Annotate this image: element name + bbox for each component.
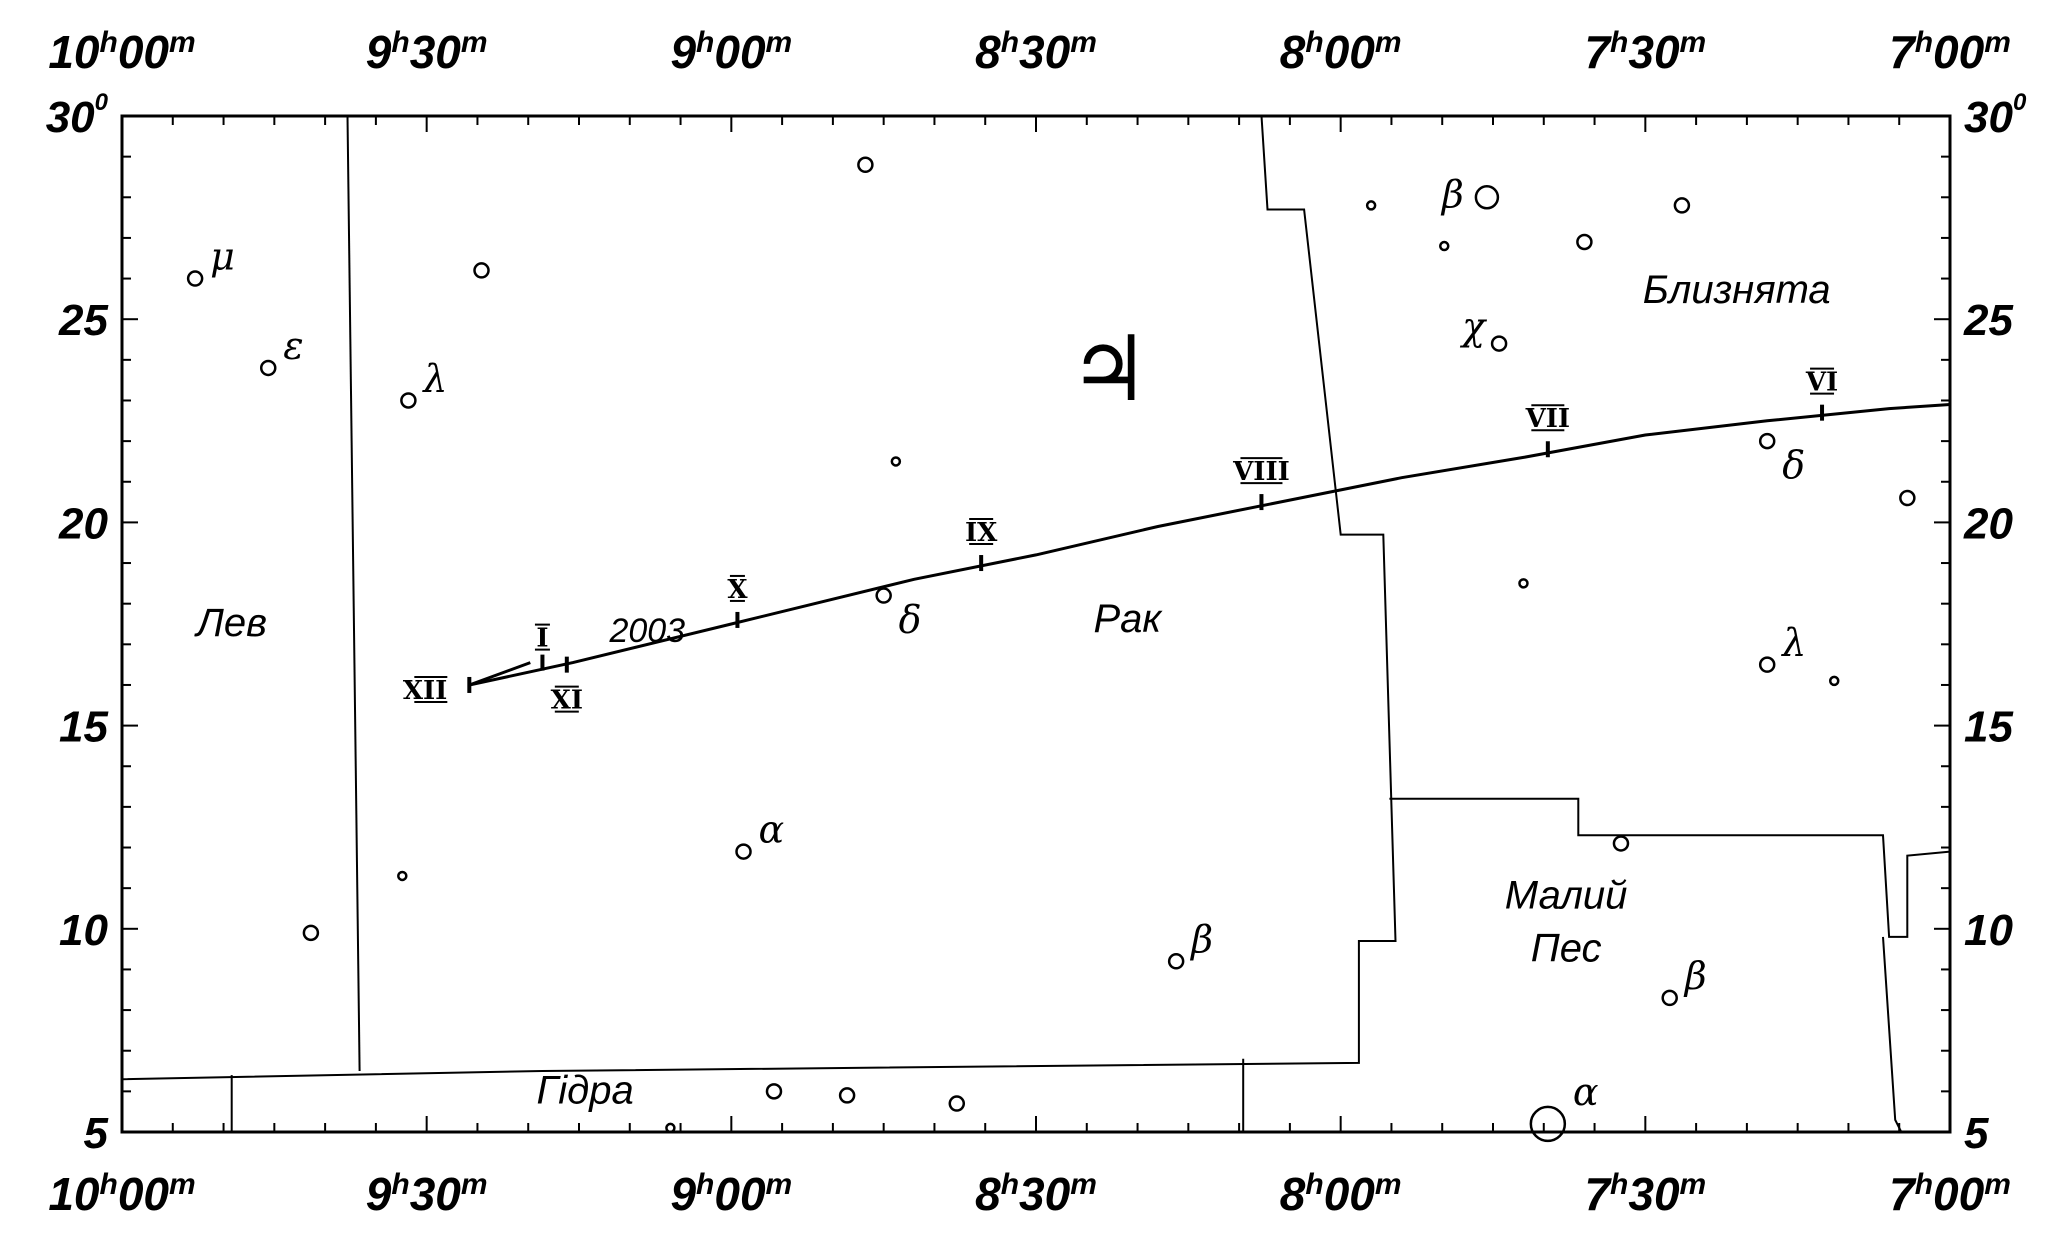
ra-label-bottom: 10h00m	[48, 1168, 195, 1220]
star	[1365, 200, 1377, 211]
star	[1758, 656, 1776, 673]
year-label: 2003	[608, 612, 685, 650]
labels: 10h00m 10h00m 9h30m 9h30m 9h00m 9h00m 8h30m 8h3…	[46, 26, 2027, 1220]
star	[1529, 1105, 1567, 1143]
ra-label-top: 7h30m	[1584, 26, 1706, 78]
ra-label-bottom: 9h30m	[366, 1168, 488, 1220]
star	[473, 262, 490, 279]
ra-label-top: 7h00m	[1889, 26, 2011, 78]
star	[397, 870, 408, 882]
path-mark-label: X	[727, 575, 748, 605]
star-label: β	[1440, 172, 1464, 216]
ra-label-bottom: 8h30m	[975, 1168, 1097, 1220]
star	[186, 270, 204, 287]
constellation-label: Рак	[1093, 597, 1163, 641]
dec-label-right: 20	[1963, 499, 2013, 548]
star	[1167, 953, 1185, 970]
constellation-label: Близнята	[1643, 268, 1831, 312]
dec-label-left: 20	[58, 499, 108, 548]
ra-label-bottom: 7h00m	[1889, 1168, 2011, 1220]
dec-label-left: 300	[46, 89, 109, 142]
constellation-boundaries	[121, 115, 1951, 1133]
jupiter-symbol: ♃	[1069, 317, 1150, 422]
ra-label-top: 8h30m	[975, 26, 1097, 78]
star-label: α	[1573, 1070, 1599, 1114]
star	[735, 843, 752, 860]
constellation-label: Гідра	[536, 1069, 633, 1113]
star	[1899, 489, 1916, 507]
star	[1474, 185, 1500, 210]
star	[890, 456, 902, 467]
dec-label-right: 10	[1964, 906, 2013, 955]
star-label: δ	[899, 598, 922, 642]
ra-label-top: 9h00m	[670, 26, 792, 78]
star-label: β	[1189, 917, 1213, 961]
constellation-label: Малий	[1505, 873, 1628, 917]
planet-path-loop	[468, 661, 531, 687]
ra-label-top: 10h00m	[48, 26, 195, 78]
constellation-boundary	[121, 115, 1397, 1081]
star-label: δ	[1782, 443, 1805, 487]
dec-label-right: 300	[1964, 89, 2027, 142]
dec-label-right: 5	[1964, 1109, 1989, 1158]
star	[665, 1122, 676, 1134]
constellation-label: Пес	[1531, 926, 1602, 970]
star	[259, 359, 277, 377]
path-mark-label: I	[536, 624, 548, 654]
ra-label-top: 8h00m	[1280, 26, 1402, 78]
star	[838, 1087, 856, 1104]
star	[302, 924, 320, 942]
star	[1490, 335, 1508, 352]
star	[875, 587, 892, 604]
star-label: λ	[421, 356, 447, 400]
star-label: χ	[1459, 305, 1487, 349]
star	[948, 1095, 966, 1112]
dec-label-left: 25	[58, 296, 108, 345]
star-label: λ	[1780, 621, 1806, 665]
dec-label-left: 10	[59, 906, 108, 955]
constellation-boundary	[1882, 936, 1903, 1133]
planet-path	[467, 403, 1951, 693]
star	[400, 392, 417, 409]
star	[1673, 197, 1691, 214]
ra-label-bottom: 9h00m	[670, 1168, 792, 1220]
star	[1612, 835, 1630, 852]
dec-label-left: 15	[59, 703, 108, 752]
stars	[186, 156, 1916, 1143]
constellation-boundary	[1389, 797, 1951, 938]
star	[1439, 240, 1450, 252]
constellation-boundary	[346, 115, 361, 1072]
star	[1576, 233, 1593, 251]
dec-label-right: 25	[1963, 296, 2013, 345]
ra-label-top: 9h30m	[366, 26, 488, 78]
constellation-label: Лев	[193, 601, 267, 645]
dec-label-left: 5	[84, 1109, 109, 1158]
star-label: μ	[210, 235, 235, 279]
ra-label-bottom: 8h00m	[1280, 1168, 1402, 1220]
star-label: β	[1683, 954, 1707, 998]
star	[765, 1083, 783, 1100]
star-label: α	[759, 808, 785, 852]
axis-ticks	[121, 115, 1951, 1133]
dec-label-right: 15	[1964, 703, 2013, 752]
star	[1661, 989, 1678, 1007]
ra-label-bottom: 7h30m	[1584, 1168, 1706, 1220]
planet-path-line	[468, 403, 1951, 687]
star-label: ε	[283, 324, 303, 368]
star	[1758, 432, 1776, 450]
star	[857, 156, 874, 174]
star	[1828, 675, 1840, 687]
star	[1518, 578, 1529, 589]
